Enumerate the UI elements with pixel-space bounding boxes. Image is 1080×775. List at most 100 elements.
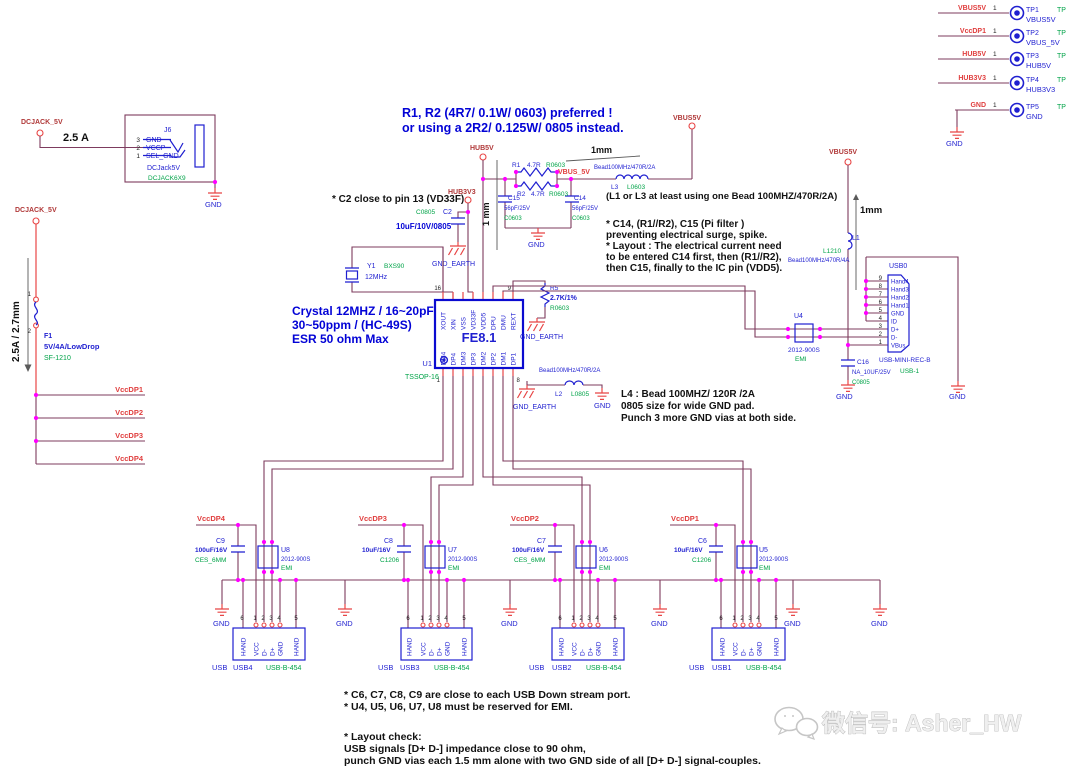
part-value: NA_10UF/25V [852, 370, 891, 376]
pin-number: 2 [261, 616, 265, 622]
pin-number: 2 [136, 145, 140, 152]
pin-name: D- [261, 649, 268, 656]
note-c2: * C2 close to pin 13 (VD33F) [332, 194, 464, 205]
ref-des: U1 [422, 359, 432, 368]
pin-name: VSS [461, 316, 468, 330]
conn-label: USB [529, 663, 544, 672]
net-label: HUB3V3 [958, 75, 986, 82]
pin-name: D+ [269, 647, 276, 656]
ref-des: Y1 [367, 263, 376, 270]
pin-number: 6 [879, 300, 883, 306]
pin-number: 8 [879, 284, 883, 290]
watermark: 微信号: Asher_HW [774, 706, 1022, 740]
resistor-symbol [539, 283, 551, 307]
pin-name: SEL_GND [146, 153, 179, 160]
part-number: USB-MINI-REC-B [879, 357, 931, 364]
ref-des: R1 [512, 162, 521, 169]
note-bottom: * Layout check: [344, 731, 422, 743]
pin-number: 2 [428, 616, 432, 622]
net-label: VBUS_5V [558, 169, 590, 176]
testpoint-pad [1009, 5, 1025, 21]
ref-des: USB3 [400, 663, 420, 672]
pin-number: 1 [993, 5, 997, 12]
pin-number: 1 [253, 616, 257, 622]
ref-des: C6 [698, 538, 707, 545]
part-value: 5V/4A/LowDrop [44, 342, 100, 351]
net-label: VccDP2 [511, 514, 539, 523]
dcjack-connector: DCJACK_5V 2.5 A J6 3 2 1 GND VCCP SEL_GN… [21, 114, 223, 209]
pin-number: 3 [879, 324, 883, 330]
gnd-label: GND_EARTH [432, 261, 475, 268]
footprint: USB-1 [900, 368, 920, 375]
gnd-label: GND [949, 392, 966, 401]
pin-number: 1 [571, 616, 575, 622]
emi-choke [424, 545, 446, 569]
dim-label: 1mm [591, 145, 612, 155]
emi-choke [736, 545, 758, 569]
note-crystal: Crystal 12MHZ / 16~20pF [292, 304, 434, 318]
footprint: C1206 [692, 557, 712, 564]
net-label: VBUS5V [958, 5, 986, 12]
note-l4: Punch 3 more GND vias at both side. [621, 413, 796, 424]
note-l4: 0805 size for wide GND pad. [621, 401, 755, 412]
net-label: HUB5V [962, 51, 986, 58]
gnd-label: GND [594, 401, 611, 410]
usb0-connector: VBUS5V 1mm L1 L1210 Bead100MHz/470R/4A U… [788, 149, 966, 401]
pin-number: 4 [756, 616, 760, 622]
footprint: R0603 [550, 305, 570, 312]
gnd-symbol [530, 227, 546, 240]
gnd-earth-symbol [516, 384, 536, 399]
emi-choke [794, 323, 814, 343]
capacitor-symbol [451, 217, 465, 225]
ref-des: U8 [281, 547, 290, 554]
port-label: DCJACK_5V [21, 119, 63, 126]
usb-data-bus [263, 376, 752, 622]
gnd-symbol [950, 380, 966, 393]
pin-name: VCC [420, 642, 427, 656]
pin-name: GND [891, 312, 905, 318]
pin-name: HAND [773, 637, 780, 656]
part-value: 12MHz [365, 274, 388, 281]
footprint: CES_6MM [514, 557, 545, 564]
pin-name: D- [740, 649, 747, 656]
part-number: BXS90 [384, 263, 405, 270]
pin-number: 3 [136, 137, 140, 144]
testpoint-pad [1009, 28, 1025, 44]
notes: R1, R2 (4R7/ 0.1W/ 0603) preferred ! or … [292, 106, 837, 767]
part-value: Bead100MHz/470R/2A [539, 368, 600, 374]
net-label: VccDP4 [197, 514, 226, 523]
tp-net-name: VBUS5V [1026, 15, 1056, 24]
pin-name: VBus [891, 344, 905, 350]
dim-label: 1 mm [481, 202, 491, 226]
pin-number: 5 [879, 308, 883, 314]
pin-number: 4 [595, 616, 599, 622]
crystal-circuit: Y1 BXS90 12MHz [345, 246, 454, 300]
footprint: CES_6MM [195, 557, 226, 564]
gnd-label: GND_EARTH [520, 334, 563, 341]
pin-name: VDD5 [481, 312, 488, 330]
part-value: DCJack5V [147, 165, 180, 172]
pin-name: DM2 [481, 351, 488, 365]
footprint: L0805 [571, 391, 589, 398]
ref-des: U6 [599, 547, 608, 554]
net-label: VccDP3 [115, 431, 143, 440]
pin-name: DM3 [461, 351, 468, 365]
part-value: 2012-900S [448, 557, 477, 563]
part-type: EMI [795, 356, 807, 363]
port-label: HUB5V [470, 145, 494, 152]
gnd-label: GND [784, 619, 801, 628]
emi-choke [575, 545, 597, 569]
part-type: TP [1057, 30, 1066, 37]
note-pifilter: then C15, finally to the IC pin (VDD5). [606, 263, 782, 274]
pin-name: REXT [511, 313, 518, 330]
pin-name: GND [444, 641, 451, 656]
pin-name: GND [146, 137, 162, 144]
ref-des: TP2 [1026, 30, 1039, 37]
pin-name: DM4 [441, 351, 448, 365]
pin-number: 8 [517, 378, 521, 384]
note-crystal: ESR 50 ohm Max [292, 332, 389, 346]
part-value: Bead100MHz/470R/2A [594, 165, 655, 171]
pin-name: XIN [451, 319, 458, 330]
port-label: DCJACK_5V [15, 207, 57, 214]
inductor-symbol [847, 232, 853, 250]
